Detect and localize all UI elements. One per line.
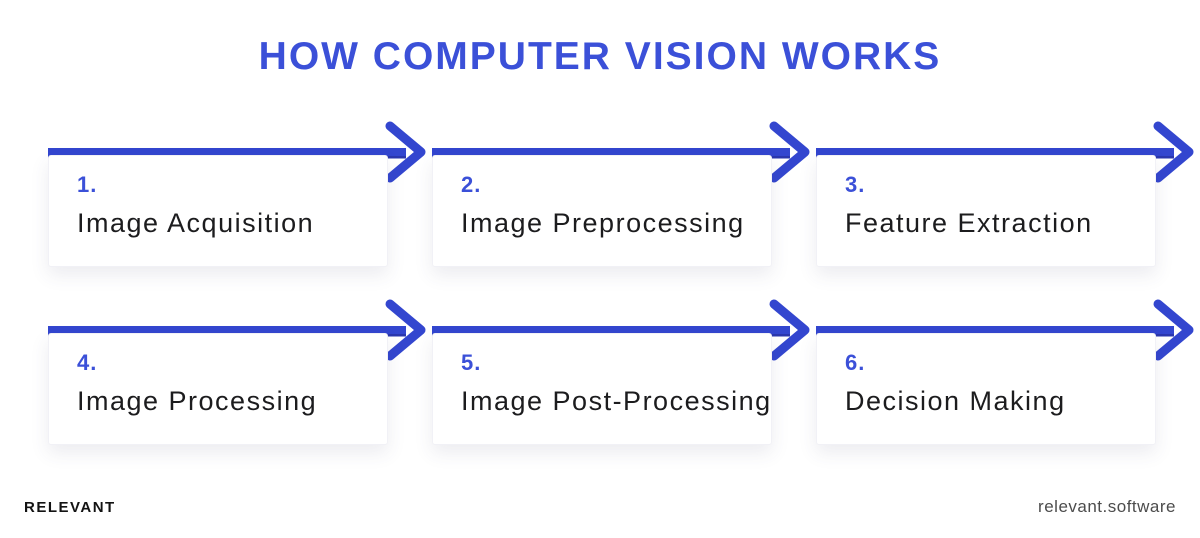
step-label: Image Processing <box>77 386 318 416</box>
step-number: 3. <box>845 172 866 197</box>
step-image-processing: 4. Image Processing <box>48 299 426 445</box>
step-number: 5. <box>461 350 482 375</box>
step-label: Feature Extraction <box>845 208 1093 238</box>
step-number: 1. <box>77 172 98 197</box>
step-number: 2. <box>461 172 482 197</box>
step-label: Image Post-Processing <box>461 386 772 416</box>
step-card: 3. Feature Extraction <box>816 155 1156 267</box>
step-image-acquisition: 1. Image Acquisition <box>48 121 426 267</box>
website-url: relevant.software <box>1038 497 1176 516</box>
step-image-preprocessing: 2. Image Preprocessing <box>432 121 810 267</box>
step-label: Image Acquisition <box>77 208 315 238</box>
step-card: 5. Image Post-Processing <box>432 333 772 445</box>
flow-row-bottom: 4. Image Processing 5. Image Post-Proces… <box>48 299 1194 445</box>
step-label: Decision Making <box>845 386 1066 416</box>
step-card: 2. Image Preprocessing <box>432 155 772 267</box>
flow-row-top: 1. Image Acquisition 2. Image Preprocess… <box>48 121 1194 267</box>
step-card: 6. Decision Making <box>816 333 1156 445</box>
brand-logo: RELEVANT <box>24 498 116 516</box>
step-card: 1. Image Acquisition <box>48 155 388 267</box>
step-decision-making: 6. Decision Making <box>816 299 1194 445</box>
footer: RELEVANT relevant.software <box>0 492 1200 522</box>
step-image-post-processing: 5. Image Post-Processing <box>432 299 810 445</box>
step-card: 4. Image Processing <box>48 333 388 445</box>
page-title: HOW COMPUTER VISION WORKS <box>258 35 942 78</box>
step-label: Image Preprocessing <box>461 208 745 238</box>
step-feature-extraction: 3. Feature Extraction <box>816 121 1194 267</box>
step-number: 4. <box>77 350 98 375</box>
step-number: 6. <box>845 350 866 375</box>
